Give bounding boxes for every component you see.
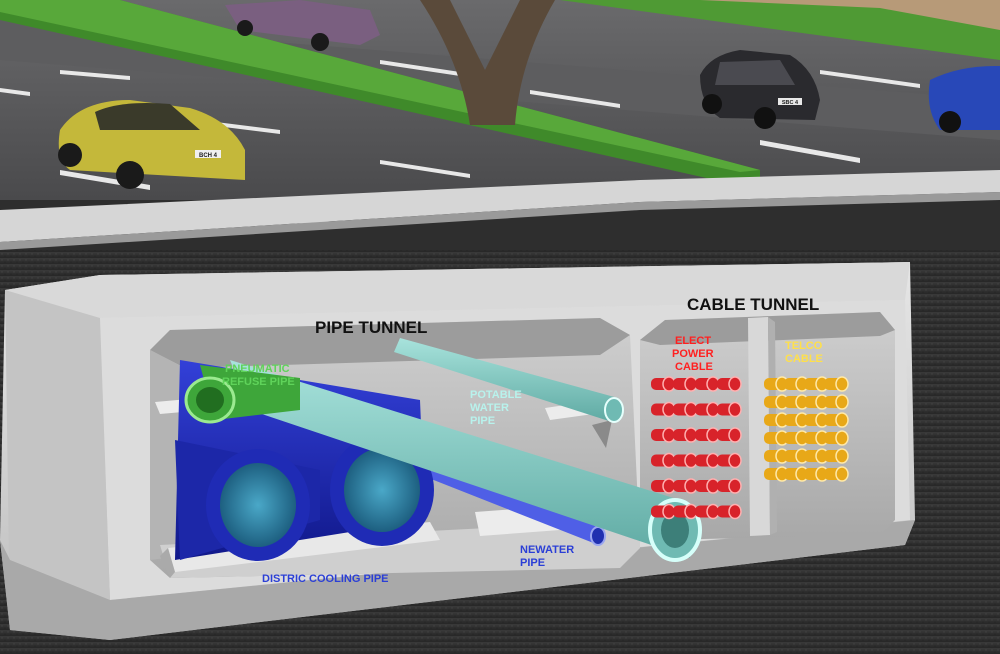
newater-label-line1: NEWATER — [520, 544, 574, 556]
elect-label-line2: POWER — [672, 348, 714, 360]
power-cable-end — [729, 454, 741, 468]
pneumatic-label-line1: PNEUMATIC — [225, 363, 290, 375]
pneumatic-label-line2: REFUSE PIPE — [222, 376, 295, 388]
telco-label-line1: TELCO — [785, 340, 823, 352]
telco-cable-end — [836, 449, 848, 463]
cable-divider-wall — [748, 317, 770, 536]
license-plate-left: BCH 4 — [199, 153, 218, 159]
license-plate-right: SBC 4 — [782, 100, 799, 106]
telco-cable-end — [836, 431, 848, 445]
power-cable-end — [729, 377, 741, 391]
power-cable-end — [729, 428, 741, 442]
elect-label-line1: ELECT — [675, 335, 711, 347]
potable-label-line3: PIPE — [470, 415, 495, 427]
power-cable-end — [729, 505, 741, 519]
potable-label-line1: POTABLE — [470, 389, 522, 401]
pipe-tunnel-label: PIPE TUNNEL — [315, 318, 427, 337]
car-blue — [929, 66, 1000, 133]
power-cable-end — [729, 479, 741, 493]
newater-label-line2: PIPE — [520, 557, 545, 569]
cable-tunnel-label: CABLE TUNNEL — [687, 295, 819, 314]
elect-label-line3: CABLE — [675, 361, 713, 373]
power-cable-end — [729, 403, 741, 417]
district-cooling-label: DISTRIC COOLING PIPE — [262, 573, 389, 585]
telco-label-line2: CABLE — [785, 353, 823, 365]
telco-cable-end — [836, 377, 848, 391]
telco-cable-end — [836, 413, 848, 427]
telco-cable-end — [836, 467, 848, 481]
telco-cable-end — [836, 395, 848, 409]
potable-label-line2: WATER — [470, 402, 509, 414]
